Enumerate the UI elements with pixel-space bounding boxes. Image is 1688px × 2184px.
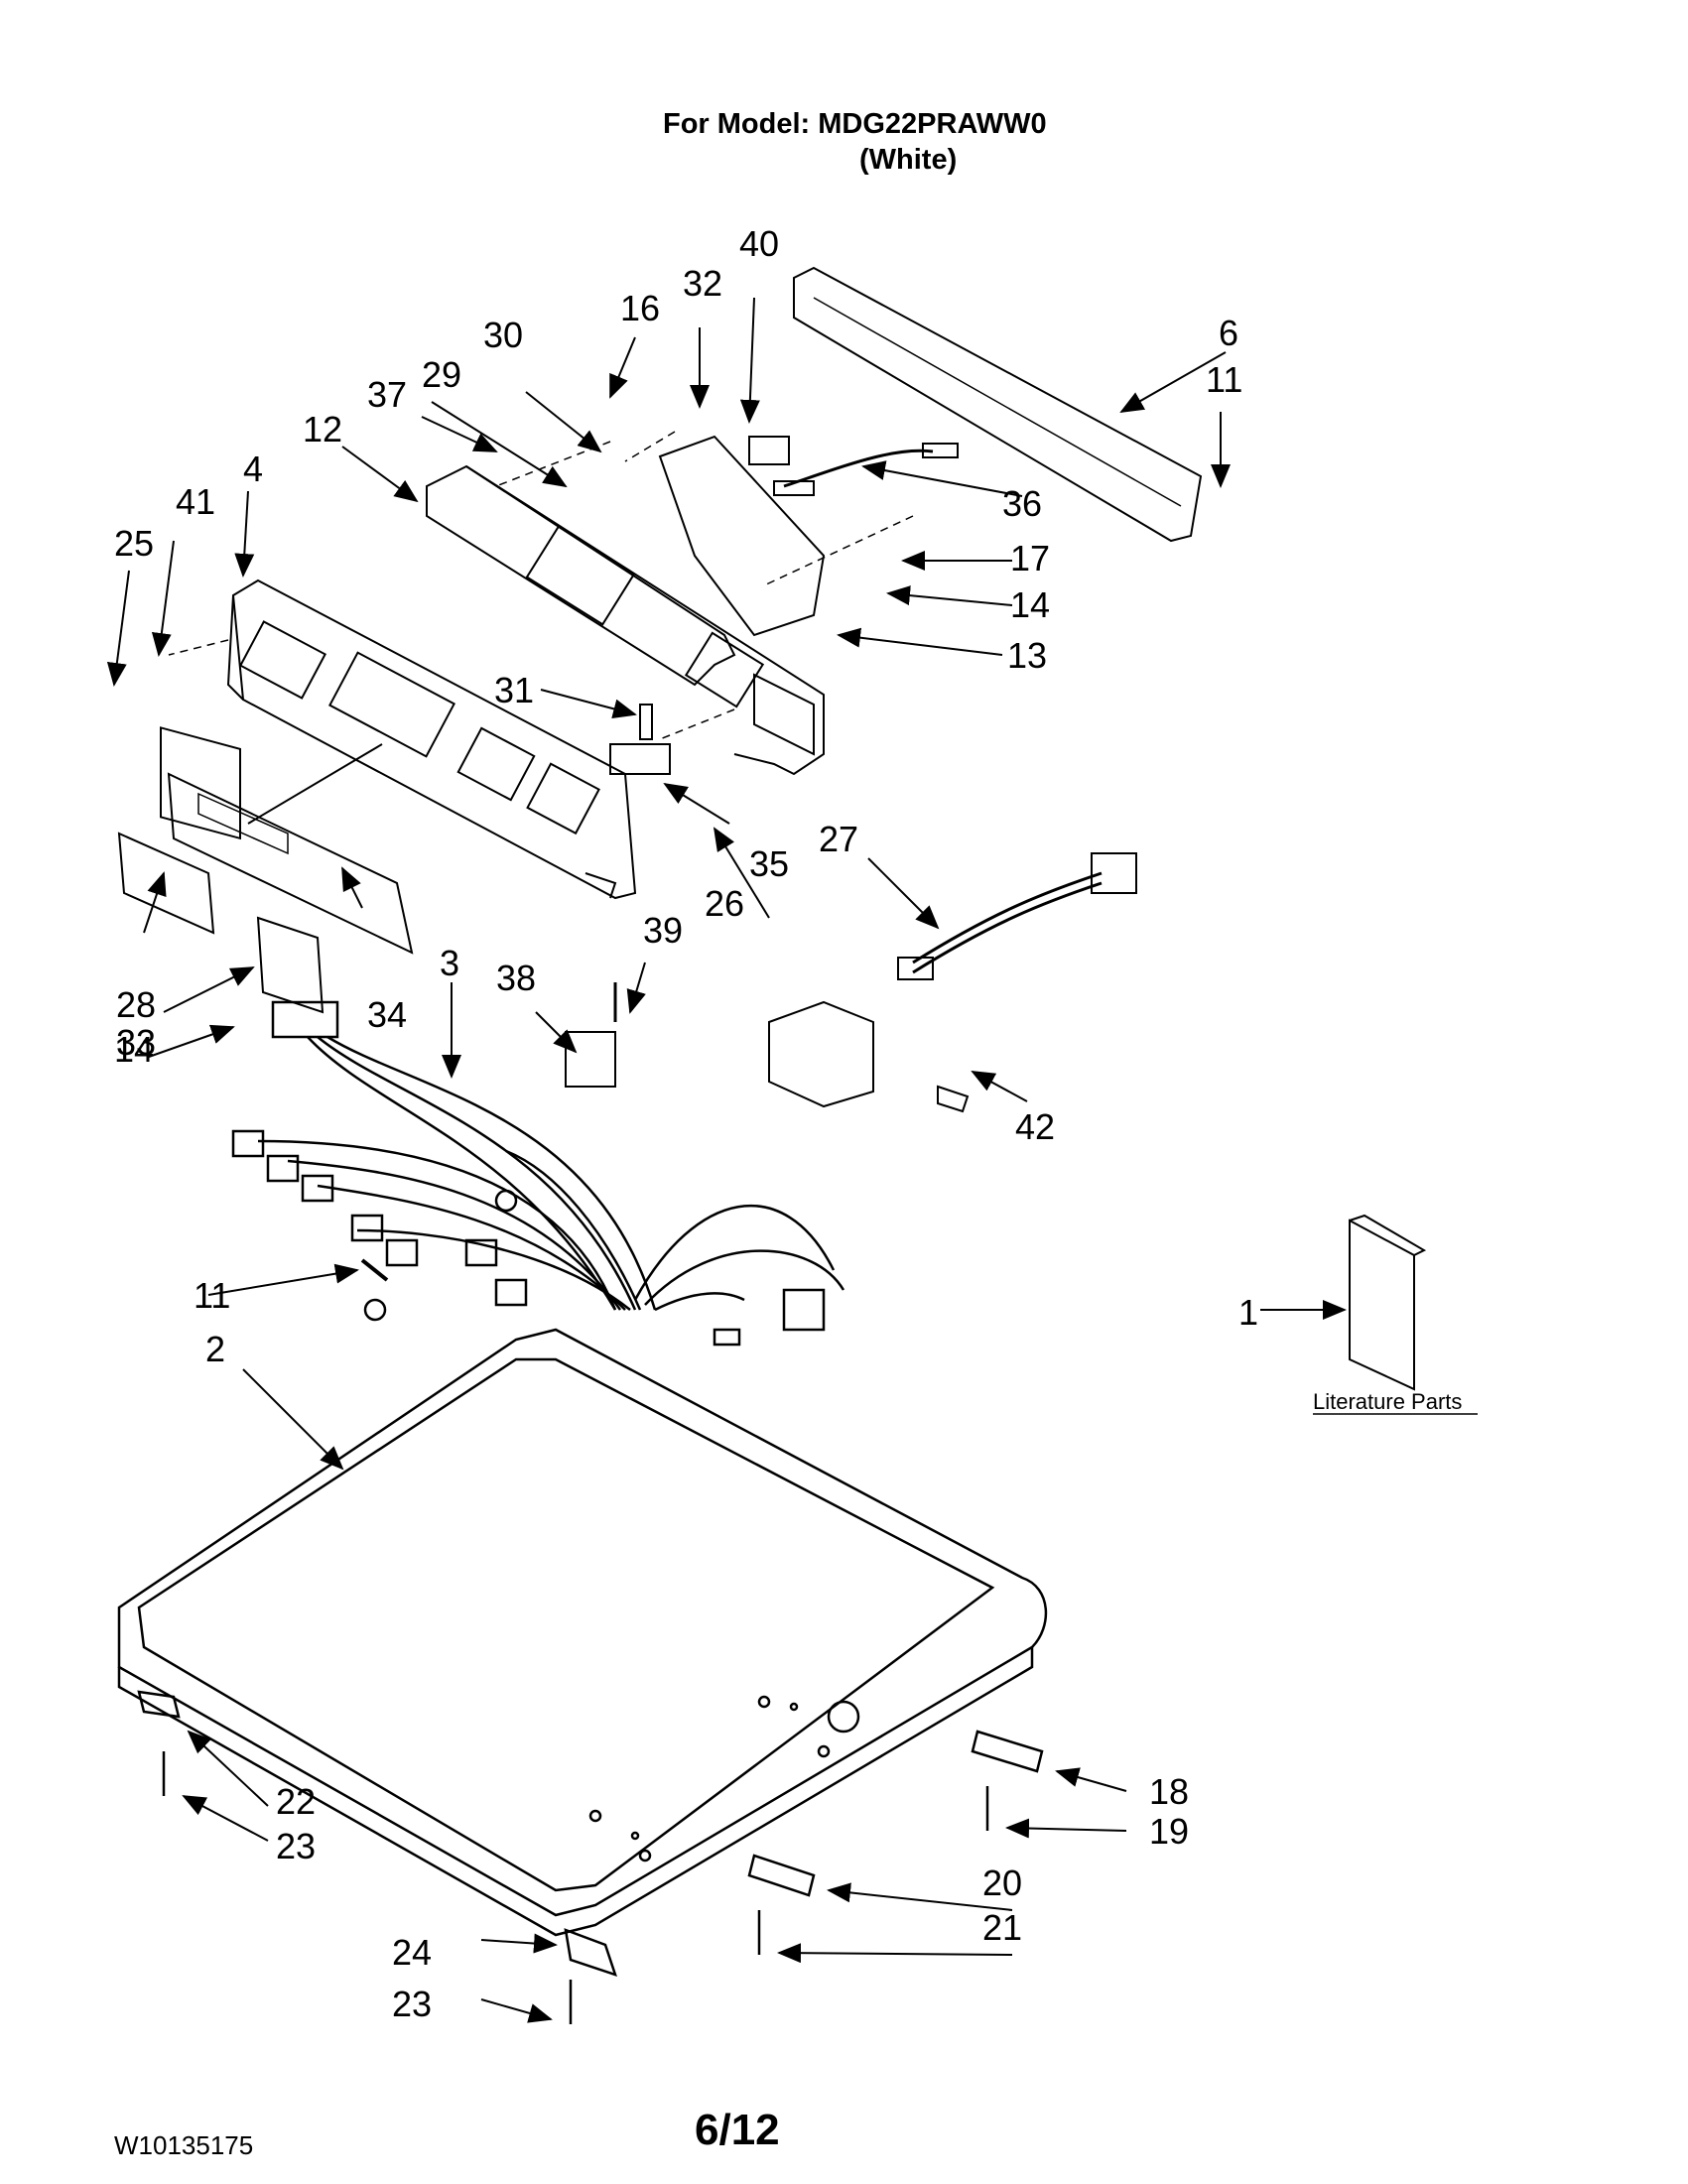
leader-lines bbox=[106, 297, 1347, 2023]
switch-module bbox=[609, 743, 671, 775]
callout-16: 16 bbox=[620, 288, 660, 328]
main-wire-harness bbox=[231, 1000, 845, 1347]
callout-14-left: 14 bbox=[114, 1029, 154, 1070]
callout-4: 4 bbox=[243, 449, 263, 489]
callout-labels: 1 2 3 4 6 11 11 12 13 14 14 16 17 18 19 … bbox=[114, 223, 1258, 2024]
mounting-hardware bbox=[137, 1690, 1044, 2024]
callout-38: 38 bbox=[496, 958, 536, 998]
document-number: W10135175 bbox=[114, 2130, 254, 2160]
callout-11-top: 11 bbox=[1206, 359, 1242, 400]
callout-20: 20 bbox=[982, 1863, 1022, 1903]
callout-12: 12 bbox=[303, 409, 342, 450]
timer-module bbox=[768, 1000, 874, 1108]
callout-32: 32 bbox=[683, 263, 722, 304]
connector bbox=[748, 436, 790, 465]
callout-3: 3 bbox=[440, 943, 459, 983]
callout-22: 22 bbox=[276, 1781, 316, 1822]
callout-26: 26 bbox=[705, 883, 744, 924]
callout-18: 18 bbox=[1149, 1771, 1189, 1812]
callout-29: 29 bbox=[422, 354, 461, 395]
callout-30: 30 bbox=[483, 315, 523, 355]
callout-25: 25 bbox=[114, 523, 154, 564]
dc-wire-harness bbox=[912, 871, 1103, 964]
callout-6: 6 bbox=[1219, 313, 1238, 353]
literature-booklet bbox=[1349, 1219, 1415, 1391]
callout-14-right: 14 bbox=[1010, 584, 1050, 625]
callout-13: 13 bbox=[1007, 635, 1047, 676]
callout-19: 19 bbox=[1149, 1811, 1189, 1852]
console-overlay bbox=[167, 772, 414, 955]
wire-clip bbox=[937, 1085, 970, 1113]
console-wire-harness bbox=[783, 449, 934, 488]
rear-console-bracket bbox=[793, 266, 1203, 543]
callout-2: 2 bbox=[205, 1329, 225, 1369]
callout-24: 24 bbox=[392, 1932, 432, 1973]
callout-34: 34 bbox=[367, 994, 407, 1035]
callout-40: 40 bbox=[739, 223, 779, 264]
control-panel-housing bbox=[426, 464, 825, 776]
callout-36: 36 bbox=[1002, 483, 1042, 524]
model-color: (White) bbox=[859, 144, 958, 176]
top-panel bbox=[117, 1328, 1048, 1937]
callout-31: 31 bbox=[494, 670, 534, 710]
transformer bbox=[565, 1031, 616, 1088]
assembly-lines bbox=[168, 431, 914, 740]
model-title: For Model: MDG22PRAWW0 bbox=[663, 108, 1047, 140]
callout-42: 42 bbox=[1015, 1106, 1055, 1147]
end-cap-plate bbox=[160, 726, 241, 840]
callout-35: 35 bbox=[749, 843, 789, 884]
literature-parts-label: Literature Parts bbox=[1313, 1389, 1462, 1414]
callout-27: 27 bbox=[819, 819, 858, 859]
light-pipe bbox=[639, 704, 653, 740]
display-window bbox=[117, 832, 215, 935]
callout-1: 1 bbox=[1238, 1292, 1258, 1333]
callout-23-bottom: 23 bbox=[392, 1984, 432, 2024]
user-interface-board bbox=[256, 916, 325, 1014]
callout-37: 37 bbox=[367, 374, 407, 415]
control-board bbox=[658, 435, 826, 637]
callout-21: 21 bbox=[982, 1907, 1022, 1948]
alignment-line bbox=[247, 743, 383, 825]
page-number: 6/12 bbox=[695, 2106, 780, 2154]
screw-lower bbox=[360, 1258, 389, 1282]
console-panel bbox=[226, 578, 637, 900]
callout-33: 33 bbox=[116, 1022, 156, 1063]
callout-23-left: 23 bbox=[276, 1826, 316, 1866]
callout-41: 41 bbox=[176, 481, 215, 522]
callout-17: 17 bbox=[1010, 538, 1050, 578]
callout-28: 28 bbox=[116, 984, 156, 1025]
callout-11-lower: 11 bbox=[194, 1275, 230, 1316]
callout-39: 39 bbox=[643, 910, 683, 951]
